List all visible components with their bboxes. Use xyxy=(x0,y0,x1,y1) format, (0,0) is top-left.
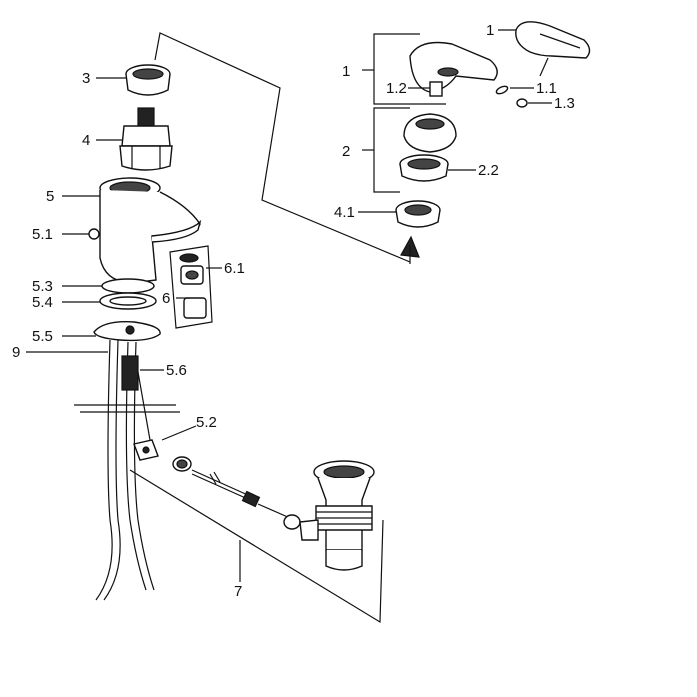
callout-1-left: 1 xyxy=(342,63,350,80)
callout-5-3: 5.3 xyxy=(32,278,53,295)
part-1-2-insert xyxy=(429,81,443,97)
leader-lines xyxy=(26,29,552,582)
callout-7: 7 xyxy=(234,583,242,600)
callout-6: 6 xyxy=(162,290,170,307)
part-5-faucet-body xyxy=(88,177,202,284)
part-5-6-stud xyxy=(121,355,151,441)
part-7-popup-rod xyxy=(172,456,301,530)
callout-2: 2 xyxy=(342,143,350,160)
part-1-3-cap xyxy=(516,98,528,108)
countertop-line xyxy=(74,404,180,413)
callout-1-1: 1.1 xyxy=(536,80,557,97)
part-1-handle-detail xyxy=(515,21,591,77)
callout-9: 9 xyxy=(12,344,20,361)
callout-5-6: 5.6 xyxy=(166,362,187,379)
part-1-1-screw xyxy=(495,85,509,95)
part-9-hoses xyxy=(95,339,155,601)
callout-4-1: 4.1 xyxy=(334,204,355,221)
drain-assembly xyxy=(299,460,375,571)
callout-3: 3 xyxy=(82,70,90,87)
callout-5-5: 5.5 xyxy=(32,328,53,345)
part-2-dome xyxy=(403,113,457,153)
callout-labels: 1 1 1.1 1.2 1.3 2 2.2 3 4 4.1 5 5.1 5.2 … xyxy=(12,22,575,600)
callout-1-3: 1.3 xyxy=(554,95,575,112)
callout-5-4: 5.4 xyxy=(32,294,53,311)
callout-5: 5 xyxy=(46,188,54,205)
part-2-2-ring xyxy=(399,154,449,182)
callout-2-2: 2.2 xyxy=(478,162,499,179)
part-5-2-clamp xyxy=(133,439,159,461)
callout-1-2: 1.2 xyxy=(386,80,407,97)
callout-5-2: 5.2 xyxy=(196,414,217,431)
callout-6-1: 6.1 xyxy=(224,260,245,277)
assembly-guide-lines xyxy=(129,32,411,624)
part-4-1-adapter xyxy=(395,200,441,228)
part-6-aerator xyxy=(169,245,213,329)
insert-arrow xyxy=(400,235,420,264)
callout-5-1: 5.1 xyxy=(32,226,53,243)
part-3-ring xyxy=(125,64,171,96)
part-1-lever-handle xyxy=(409,41,498,93)
callout-1-top: 1 xyxy=(486,22,494,39)
part-5-3-5-4-washers xyxy=(93,278,161,342)
callout-4: 4 xyxy=(82,132,90,149)
part-4-cartridge xyxy=(119,107,173,171)
